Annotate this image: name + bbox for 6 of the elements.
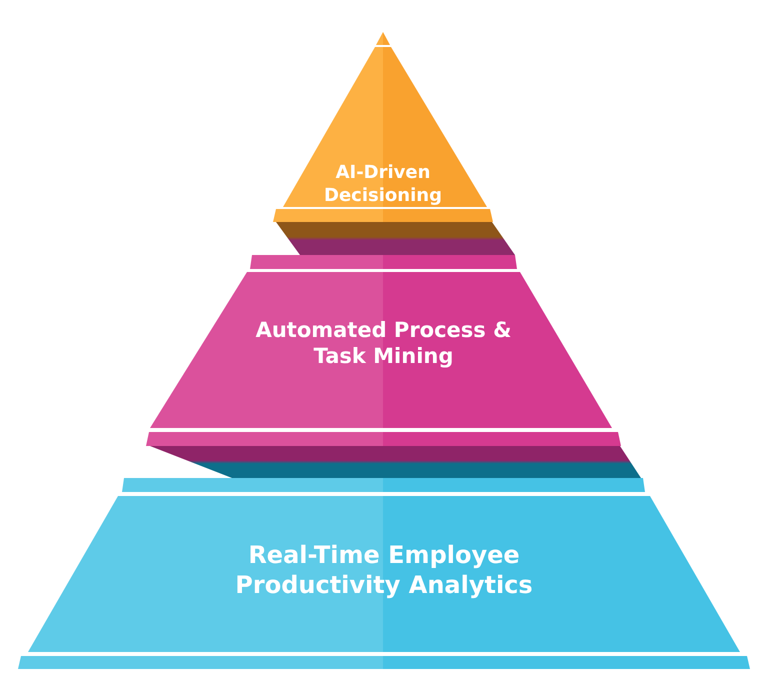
pyramid-tier [146,255,621,446]
pyramid-tier [18,478,750,669]
tier-label: Automated Process & Task Mining [254,317,512,370]
pyramid-tier [273,32,493,222]
tier-label: AI-Driven Decisioning [323,162,443,207]
tier-label: Real-Time Employee Productivity Analytics [234,540,534,600]
